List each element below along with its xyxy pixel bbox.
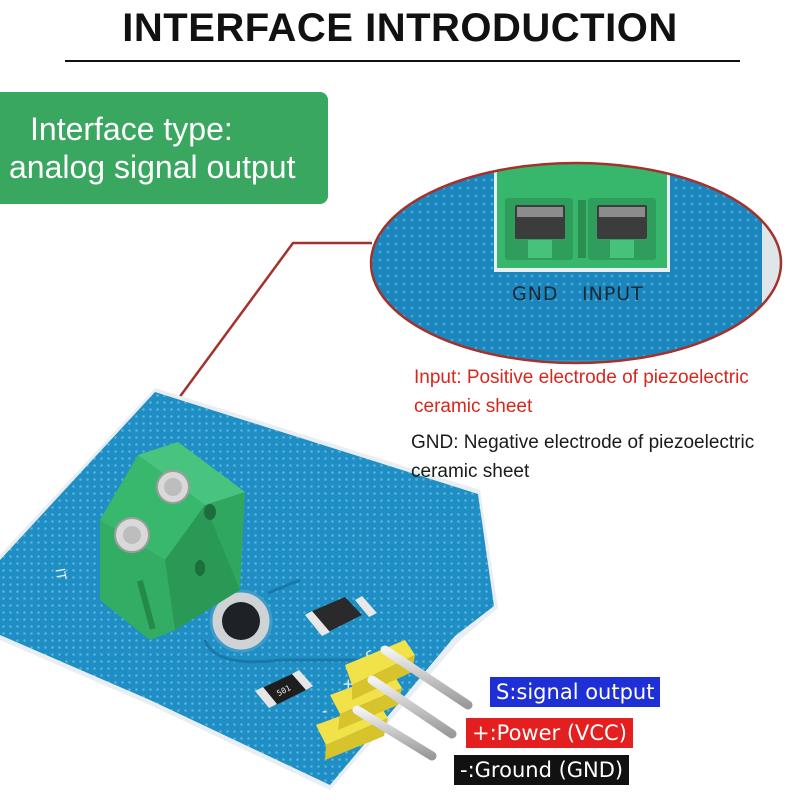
signal-pin-label: S:signal output — [490, 677, 661, 707]
zoom-gnd-label: GND — [512, 283, 559, 305]
zoom-input-label: INPUT — [582, 283, 644, 305]
gnd-description: GND: Negative electrode of piezoelectric… — [411, 432, 755, 482]
power-pin-label: +:Power (VCC) — [466, 718, 633, 748]
terminal-silkscreen: IT — [51, 567, 68, 581]
ground-pin-label: -:Ground (GND) — [454, 755, 630, 785]
page-title: INTERFACE INTRODUCTION — [122, 6, 678, 50]
pin-minus-marking: - — [322, 702, 327, 720]
zoom-callout — [371, 163, 781, 363]
input-description: Input: Positive electrode of piezoelectr… — [414, 367, 749, 417]
screw-terminal — [100, 442, 245, 640]
title-underline — [65, 60, 740, 62]
diode — [305, 596, 377, 636]
header-pins — [316, 640, 473, 761]
interface-type-box: Interface type: analog signal output — [0, 92, 328, 204]
resistor: 501 — [255, 670, 313, 708]
interface-type-line2: analog signal output — [9, 149, 296, 185]
interface-type-line1: Interface type: — [30, 111, 233, 147]
